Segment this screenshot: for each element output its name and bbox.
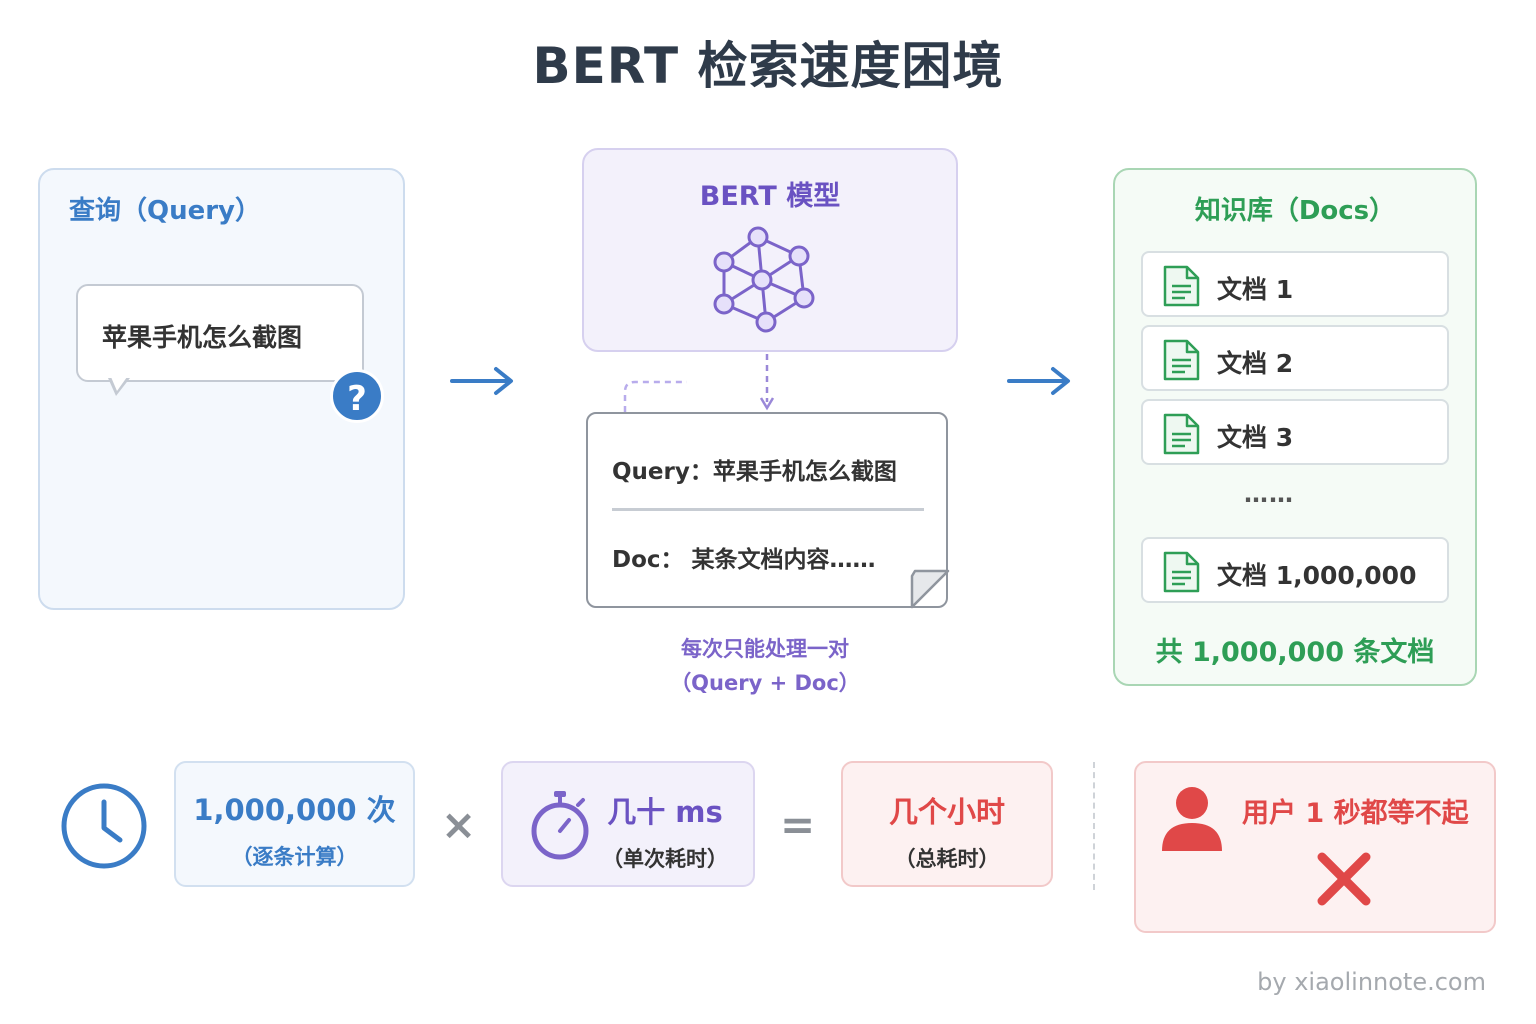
- user-impatience-box: 用户 1 秒都等不起: [1134, 761, 1496, 933]
- neural-network-icon: [713, 226, 815, 333]
- document-icon: [1163, 551, 1200, 593]
- multiply-sign: ×: [441, 800, 477, 849]
- doc-item: 文档 1: [1141, 251, 1449, 317]
- doc-label: 文档 3: [1217, 423, 1294, 452]
- pair-caption: 每次只能处理一对 （Query + Doc）: [582, 632, 948, 700]
- clock-icon: [61, 783, 147, 869]
- doc-label: 文档 2: [1217, 349, 1294, 378]
- pair-query-text: Query：苹果手机怎么截图: [612, 459, 897, 485]
- doc-label: 文档 1: [1217, 275, 1294, 304]
- docs-ellipsis: ……: [1244, 480, 1294, 508]
- arrow-right-icon: [450, 367, 513, 395]
- user-icon: [1162, 787, 1222, 851]
- dashed-connector: [623, 354, 775, 412]
- page-fold-icon: [910, 569, 950, 609]
- doc-item: 文档 3: [1141, 399, 1449, 465]
- pair-caption-line1: 每次只能处理一对: [681, 637, 849, 661]
- calc-count-box: 1,000,000 次 （逐条计算）: [174, 761, 415, 887]
- knowledge-base-title: 知识库（Docs）: [1194, 196, 1396, 226]
- document-icon: [1163, 265, 1200, 307]
- docs-total: 共 1,000,000 条文档: [1155, 637, 1435, 668]
- calc-total-note: （总耗时）: [894, 847, 1000, 871]
- user-text: 用户 1 秒都等不起: [1242, 798, 1469, 829]
- bert-model-title: BERT 模型: [699, 181, 841, 212]
- separator: [1093, 762, 1095, 890]
- query-panel-title: 查询（Query）: [68, 196, 262, 226]
- calc-total: 几个小时: [888, 795, 1005, 829]
- calc-count: 1,000,000 次: [193, 793, 396, 827]
- equals-sign: =: [780, 800, 816, 849]
- calc-single-note: （单次耗时）: [602, 847, 728, 871]
- question-badge-icon: ?: [330, 369, 384, 423]
- doc-label: 文档 1,000,000: [1217, 561, 1417, 590]
- pair-doc-text: Doc： 某条文档内容……: [612, 547, 876, 573]
- document-icon: [1163, 413, 1200, 455]
- pair-caption-line2: （Query + Doc）: [670, 671, 860, 695]
- calc-single-box: 几十 ms （单次耗时）: [501, 761, 755, 887]
- cross-icon: [1317, 852, 1371, 906]
- calc-total-box: 几个小时 （总耗时）: [841, 761, 1053, 887]
- calc-single: 几十 ms: [607, 795, 723, 829]
- document-icon: [1163, 339, 1200, 381]
- query-bubble: 苹果手机怎么截图: [76, 284, 364, 382]
- arrow-right-icon: [1007, 367, 1070, 395]
- page-title: BERT 检索速度困境: [532, 37, 1004, 95]
- doc-item: 文档 1,000,000: [1141, 537, 1449, 603]
- stopwatch-icon: [531, 791, 589, 860]
- doc-item: 文档 2: [1141, 325, 1449, 391]
- watermark: by xiaolinnote.com: [1257, 968, 1486, 996]
- divider: [612, 508, 924, 511]
- bubble-tail-inner: [111, 377, 127, 391]
- calc-count-note: （逐条计算）: [231, 845, 358, 869]
